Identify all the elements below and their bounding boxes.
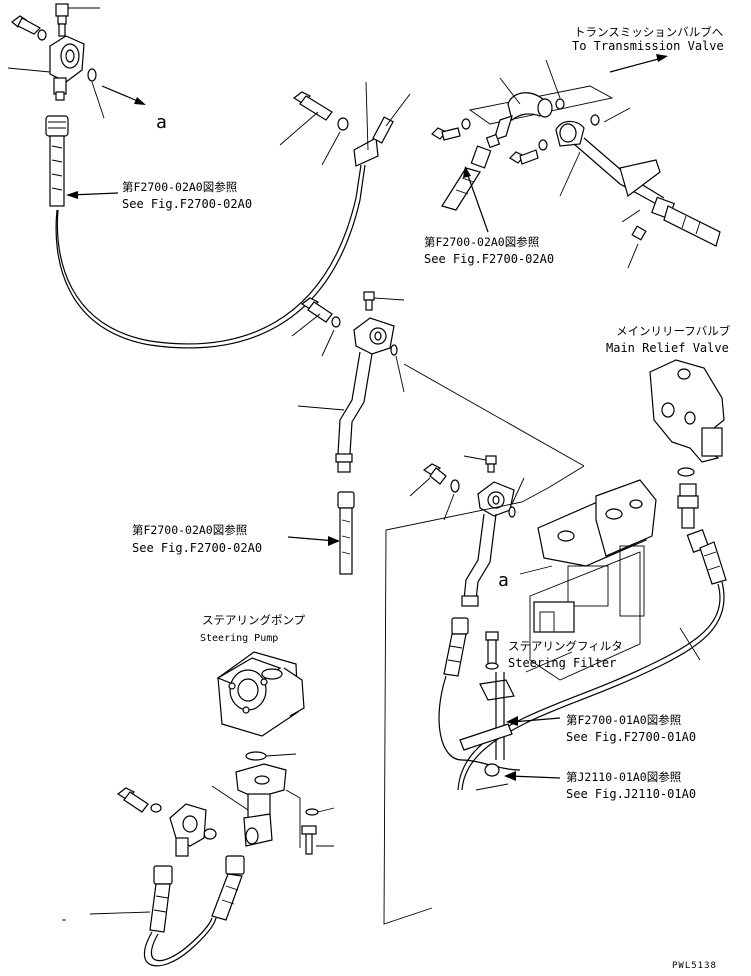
reference-3-en: See Fig.F2700-02A0 <box>132 541 262 555</box>
main-relief-valve-jp: メインリリーフバルブ <box>616 324 731 338</box>
to-transmission-valve-en: To Transmission Valve <box>572 39 724 53</box>
bolt-middle <box>300 297 320 310</box>
arrow-right-icon <box>656 54 668 62</box>
steering-filter-block <box>529 479 657 681</box>
hose-pump-left <box>149 865 173 933</box>
o-ring-middle <box>390 344 398 356</box>
o-ring-top-left <box>87 68 97 82</box>
arrow-to-a-icon <box>134 97 146 105</box>
bolt-filter <box>422 463 442 476</box>
reference-4-en: See Fig.F2700-01A0 <box>566 730 696 744</box>
transmission-valve-assembly: トランスミッションバルブへ To Transmission Valve <box>431 25 724 269</box>
bracket-plate <box>459 723 513 751</box>
bolt-filter-clamp <box>485 631 499 641</box>
elbow-block-top-left <box>49 35 85 101</box>
clamp-filter <box>479 679 515 701</box>
o-ring-filter <box>508 506 516 518</box>
reference-2: 第F2700-02A0図参照 See Fig.F2700-02A0 <box>424 166 554 266</box>
washer-pump <box>305 808 319 816</box>
arrow-left-icon-2 <box>506 716 518 726</box>
long-curved-tube <box>55 164 366 349</box>
steering-pump <box>216 651 305 737</box>
steering-filter-callout: ステアリングフィルタ Steering Filter <box>508 639 623 673</box>
reference-1: 第F2700-02A0図参照 See Fig.F2700-02A0 <box>66 180 252 211</box>
reference-4: 第F2700-01A0図参照 See Fig.F2700-01A0 <box>506 713 696 744</box>
steering-filter-jp: ステアリングフィルタ <box>508 639 623 653</box>
o-ring-upper-right <box>555 98 565 110</box>
steering-pump-assembly: ステアリングポンプ Steering Pump <box>62 613 335 967</box>
connection-marker-a-top: a <box>156 112 167 133</box>
steering-pump-en: Steering Pump <box>200 633 278 644</box>
reference-1-en: See Fig.F2700-02A0 <box>122 197 252 211</box>
washer-filter <box>450 479 460 493</box>
washer-top-middle <box>337 117 349 131</box>
washer-upper-right-b <box>538 139 548 151</box>
hose-top-left <box>45 115 69 207</box>
grommet <box>484 763 500 777</box>
main-relief-valve: メインリリーフバルブ Main Relief Valve <box>457 324 731 791</box>
bolt-pump-left <box>116 787 136 800</box>
top-left-fitting-assembly: a <box>7 3 366 349</box>
steering-pump-jp: ステアリングポンプ <box>202 613 306 627</box>
pump-flange-block <box>235 763 287 847</box>
vertical-connection-line <box>383 487 549 925</box>
washer-pump-left <box>150 803 162 813</box>
reference-3: 第F2700-02A0図参照 See Fig.F2700-02A0 <box>132 523 340 555</box>
steering-filter-assembly: a <box>409 455 657 791</box>
connection-marker-a-filter: a <box>498 570 509 591</box>
main-relief-valve-en: Main Relief Valve <box>606 341 729 355</box>
top-middle-clamp-assembly <box>279 81 411 167</box>
washer-filter-clamp <box>485 662 499 670</box>
elbow-upper-right <box>485 92 553 149</box>
reference-4-jp: 第F2700-01A0図参照 <box>566 713 681 727</box>
middle-tube-assembly <box>291 291 585 575</box>
reference-5-en: See Fig.J2110-01A0 <box>566 787 696 801</box>
o-ring-pump-outlet <box>203 828 217 840</box>
drawing-code: PWL5138 <box>672 961 717 971</box>
tube-to-transmission <box>555 120 721 247</box>
reference-5: 第J2110-01A0図参照 See Fig.J2110-01A0 <box>504 770 696 801</box>
reference-5-jp: 第J2110-01A0図参照 <box>566 770 681 784</box>
washer-middle <box>331 316 341 328</box>
reference-3-jp: 第F2700-02A0図参照 <box>132 523 247 537</box>
reference-1-jp: 第F2700-02A0図参照 <box>122 180 237 194</box>
arrow-left-icon <box>66 191 78 199</box>
to-transmission-valve-jp: トランスミッションバルブへ <box>574 25 723 39</box>
nut-right <box>631 225 647 241</box>
bolt-top-left <box>11 15 41 35</box>
washer-top-left <box>37 29 47 41</box>
arrow-left-icon-3 <box>504 771 516 781</box>
arrow-up-icon <box>463 166 471 178</box>
hose-pump-right <box>211 855 245 921</box>
steering-filter-en: Steering Filter <box>508 656 616 670</box>
o-ring-relief <box>677 467 695 477</box>
reference-2-jp: 第F2700-02A0図参照 <box>424 235 539 249</box>
hose-upper-right <box>441 145 492 211</box>
elbow-pump <box>169 803 207 857</box>
top-nut <box>55 3 69 37</box>
washer-upper-right-a <box>461 118 471 130</box>
o-ring-pump <box>245 751 267 761</box>
arrow-right-icon-2 <box>328 536 340 546</box>
bolt-pump <box>301 825 317 835</box>
bolt-top-middle <box>292 91 333 121</box>
o-ring-right <box>590 114 600 126</box>
reference-2-en: See Fig.F2700-02A0 <box>424 252 554 266</box>
